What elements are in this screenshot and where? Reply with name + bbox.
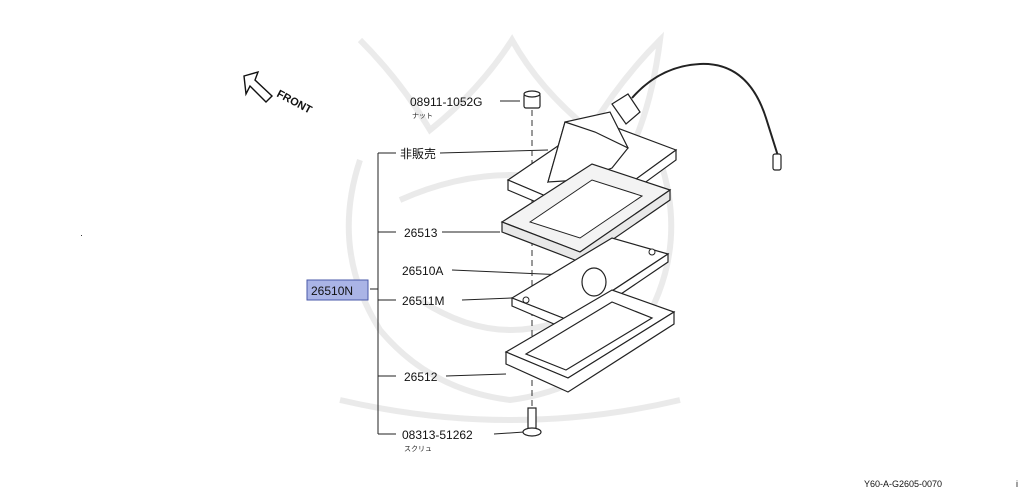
screw [522, 407, 542, 437]
side-mark: · [80, 230, 83, 240]
nut [523, 90, 541, 109]
assembly-highlight [306, 279, 369, 301]
front-label: FRONT [275, 88, 314, 117]
arrow-left-icon [243, 70, 274, 103]
part-label-08313-51262[interactable]: 08313-51262 [402, 428, 473, 442]
lens-frame-26512 [504, 289, 676, 393]
part-label-26511M[interactable]: 26511M [402, 294, 444, 308]
assembly-part-number[interactable]: 26510N [311, 284, 353, 298]
part-label-26513[interactable]: 26513 [404, 226, 438, 240]
front-direction-arrow: FRONT [243, 70, 314, 117]
watermark-emblem [339, 31, 681, 423]
part-note-nut: ナット [412, 112, 433, 120]
leader-lines [370, 100, 589, 435]
part-label-26510A[interactable]: 26510A [402, 264, 443, 278]
document-id: Y60-A-G2605-0070 [864, 479, 942, 489]
part-label-not-for-sale: 非販売 [400, 146, 436, 161]
corner-mark: i [1016, 479, 1018, 489]
part-note-screw: スクリュ [404, 445, 432, 453]
part-label-08911-1052G[interactable]: 08911-1052G [410, 95, 483, 109]
gasket-26513 [500, 163, 672, 263]
part-label-26512[interactable]: 26512 [404, 370, 438, 384]
